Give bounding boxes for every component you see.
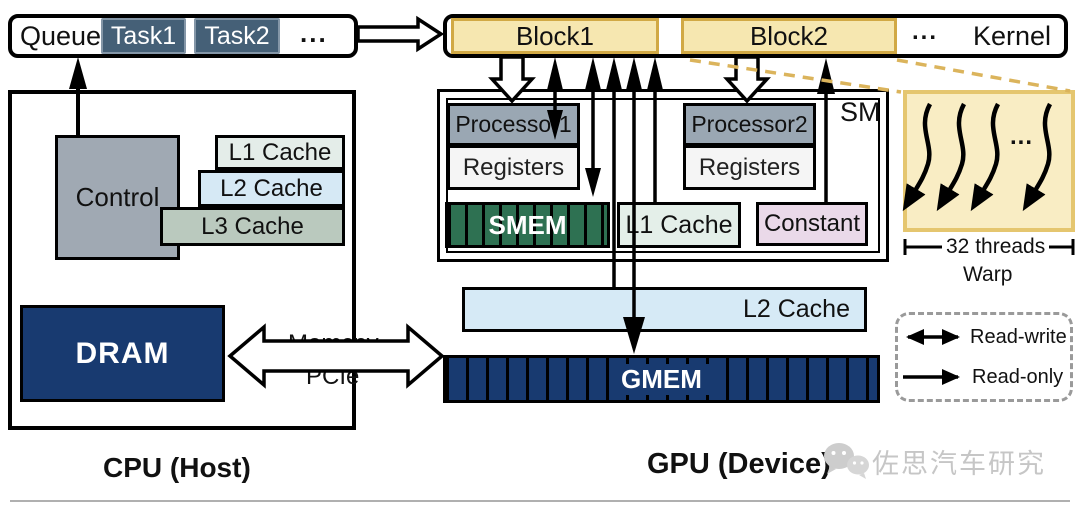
block2-box: Block2 <box>681 18 897 54</box>
cpu-l1-cache-box: L1 Cache <box>215 135 345 170</box>
dram-label: DRAM <box>75 336 170 370</box>
smem-label: SMEM <box>488 209 567 240</box>
registers2-label: Registers <box>698 153 801 181</box>
task1-label: Task1 <box>110 21 177 50</box>
cpu-l2-cache-label: L2 Cache <box>220 174 323 202</box>
memcpy-label: Memcpy <box>288 330 379 357</box>
cpu-l3-cache-box: L3 Cache <box>160 207 345 246</box>
warp-ellipsis: ... <box>1010 123 1034 150</box>
watermark: 佐思汽车研究 <box>820 438 1046 484</box>
gpu-l1-cache-label: L1 Cache <box>625 210 733 239</box>
watermark-text: 佐思汽车研究 <box>872 448 1046 479</box>
kernel-ellipsis: ... <box>912 18 939 45</box>
bottom-divider <box>10 500 1070 502</box>
registers1-box: Registers <box>447 145 580 190</box>
warp-label: Warp <box>963 263 1013 286</box>
kernel-label: Kernel <box>973 21 1052 51</box>
block1-box: Block1 <box>451 18 659 54</box>
cpu-l1-cache-label: L1 Cache <box>228 138 332 166</box>
sm-label: SM <box>840 97 881 127</box>
task2-label: Task2 <box>204 21 270 50</box>
dram-box: DRAM <box>20 305 225 402</box>
processor1-box: Processor1 <box>447 103 580 146</box>
control-box: Control <box>55 135 180 260</box>
control-label: Control <box>75 182 160 212</box>
pcie-label: PCIe <box>306 363 360 390</box>
block1-label: Block1 <box>515 20 595 51</box>
constant-box: Constant <box>756 202 868 246</box>
legend-read-only-label: Read-only <box>972 366 1064 388</box>
task2-box: Task2 <box>194 18 280 54</box>
registers2-box: Registers <box>683 145 816 190</box>
cpu-section-label: CPU (Host) <box>103 452 251 483</box>
block2-label: Block2 <box>749 20 829 51</box>
warp-threads-label: 32 threads <box>942 235 1050 259</box>
queue-ellipsis: ... <box>300 18 328 48</box>
queue-label: Queue <box>20 20 102 51</box>
gmem-label: GMEM <box>613 363 710 395</box>
task1-box: Task1 <box>101 18 186 54</box>
processor2-box: Processor2 <box>683 103 816 146</box>
constant-label: Constant <box>763 210 861 237</box>
legend-box <box>895 312 1073 402</box>
queue-to-kernel-arrow <box>356 15 445 53</box>
gpu-section-label: GPU (Device) <box>647 448 831 480</box>
gmem-box: GMEM <box>443 355 880 403</box>
cpu-l3-cache-label: L3 Cache <box>201 212 304 240</box>
registers1-label: Registers <box>462 153 565 181</box>
gpu-l1-cache-box: L1 Cache <box>617 202 741 248</box>
warp-box <box>903 90 1075 232</box>
cpu-l2-cache-box: L2 Cache <box>198 170 345 207</box>
block2-warp-zoom-line-right <box>896 58 1071 93</box>
legend-read-write-label: Read-write <box>970 326 1067 348</box>
gpu-l2-cache-box: L2 Cache <box>462 287 867 332</box>
processor2-label: Processor2 <box>691 111 808 137</box>
wechat-icon <box>824 443 869 479</box>
gpu-l2-cache-label: L2 Cache <box>742 295 850 323</box>
processor1-label: Processor1 <box>455 111 572 137</box>
smem-box: SMEM <box>445 202 610 248</box>
block2-warp-zoom-line-left <box>689 58 902 94</box>
